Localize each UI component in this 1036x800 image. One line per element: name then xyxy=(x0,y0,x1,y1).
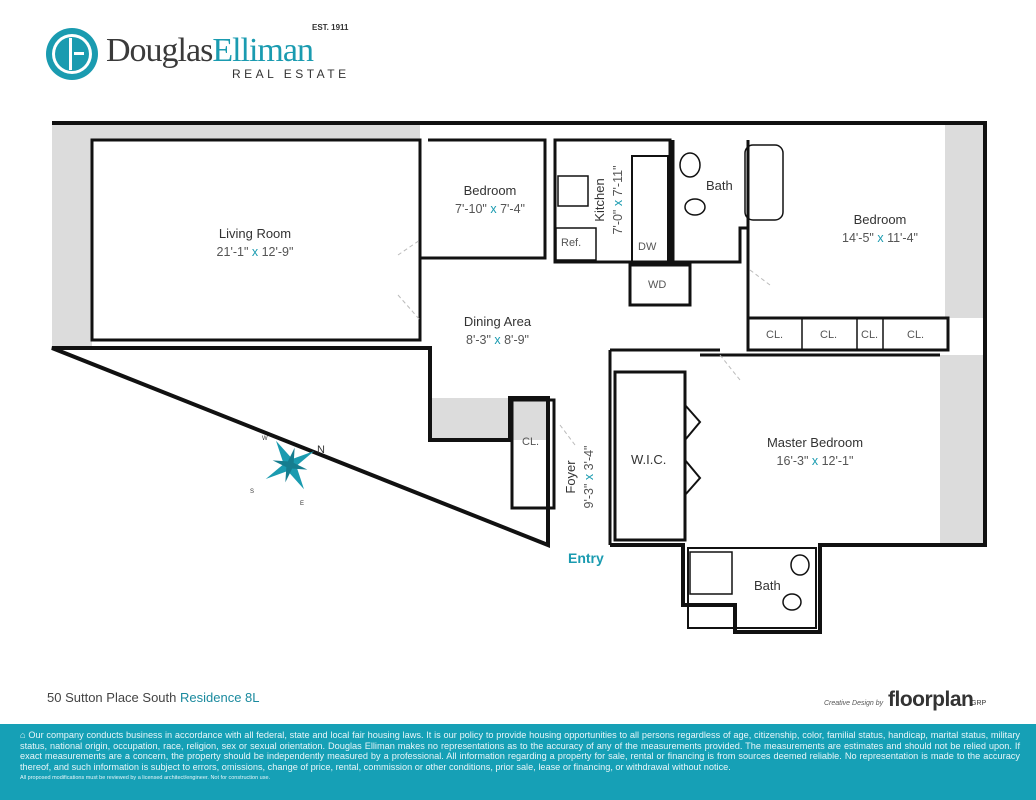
closet-wall xyxy=(510,398,556,510)
bath-upper-label: Bath xyxy=(706,178,733,193)
bath-upper-wall xyxy=(671,140,748,264)
compass-icon: N W S E xyxy=(250,436,325,507)
floorplan-logo-suffix: GRP xyxy=(971,700,987,707)
wd-closet xyxy=(628,263,692,307)
compass-e: E xyxy=(300,501,304,507)
footer: ⌂ Our company conducts business in accor… xyxy=(0,724,1036,800)
compass-w: W xyxy=(262,436,268,442)
footer-note: All proposed modifications must be revie… xyxy=(20,775,271,781)
sink-lower xyxy=(790,554,810,576)
address: 50 Sutton Place South Residence 8L xyxy=(47,690,260,705)
dw-label: DW xyxy=(638,241,657,253)
closet-label: CL. xyxy=(522,436,540,448)
ref-box xyxy=(555,227,597,261)
exterior-wall xyxy=(51,121,987,634)
wic-wall xyxy=(613,370,687,542)
closet-label: CL. xyxy=(766,329,784,341)
brand-name: DouglasElliman xyxy=(106,32,314,69)
wic-label: W.I.C. xyxy=(631,452,667,467)
douglas-elliman-logo-icon xyxy=(46,28,98,80)
closet-dividers xyxy=(801,318,884,350)
range xyxy=(557,175,589,207)
kitchen-counter xyxy=(631,155,669,263)
ref-label: Ref. xyxy=(561,237,582,249)
credit-prefix: Creative Design by xyxy=(824,700,884,707)
brand-subtitle: REAL ESTATE xyxy=(232,67,350,81)
living-room-wall xyxy=(90,138,422,342)
wic-doors xyxy=(684,404,702,496)
master-wall xyxy=(610,348,940,357)
sink-upper xyxy=(679,152,701,178)
bath-lower-wall xyxy=(687,547,817,629)
shower xyxy=(689,551,733,595)
compass-n: N xyxy=(317,444,325,456)
floor-plan: N W S E xyxy=(51,121,987,634)
bedroom-small-wall xyxy=(420,138,547,260)
toilet-lower xyxy=(782,593,802,611)
bath-lower-label: Bath xyxy=(754,578,781,593)
closet-label: CL. xyxy=(907,329,925,341)
wd-label: WD xyxy=(648,279,667,291)
closet-label: CL. xyxy=(820,329,838,341)
equal-housing-icon: ⌂ xyxy=(20,730,29,740)
kitchen-wall xyxy=(553,138,672,264)
entry-label: Entry xyxy=(568,550,604,566)
floorplan-logo: floorplan xyxy=(888,688,974,711)
disclaimer: ⌂ Our company conducts business in accor… xyxy=(20,730,1021,772)
toilet-upper xyxy=(684,198,706,216)
closet-label: CL. xyxy=(861,329,879,341)
tub xyxy=(744,144,784,221)
brand-est: EST. 1911 xyxy=(312,23,349,32)
bedroom-right-wall xyxy=(746,140,950,352)
compass-s: S xyxy=(250,489,254,495)
